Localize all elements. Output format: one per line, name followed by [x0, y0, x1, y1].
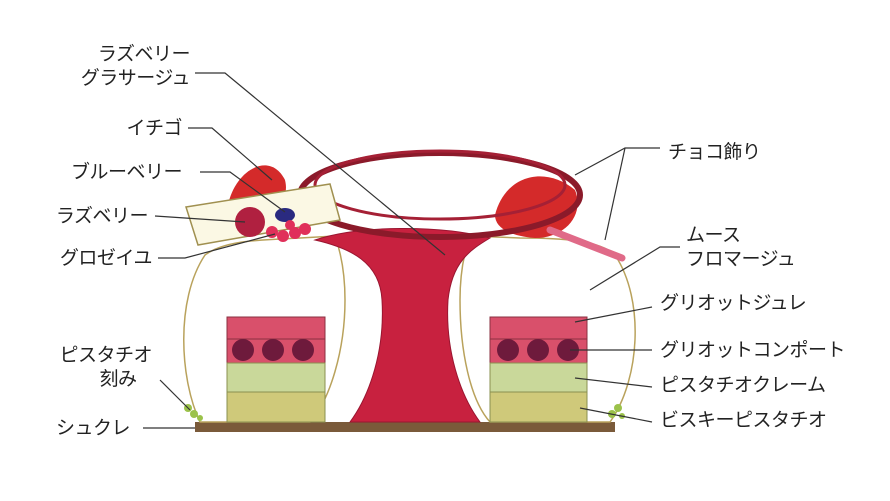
label-line: 刻み [99, 368, 137, 390]
label-sucree: シュクレ [55, 417, 131, 439]
sucree-base [195, 422, 615, 432]
label-line: フロマージュ [686, 248, 796, 270]
label-line: ムース [686, 224, 741, 246]
label-line: ラズベリー [97, 43, 191, 65]
label-pistachio-creme: ピスタチオクレーム [660, 374, 826, 396]
raspberry [235, 207, 265, 237]
label-raspberry: ラズベリー [55, 205, 149, 227]
glaze-stalk [313, 228, 492, 423]
leader-lines [143, 72, 680, 429]
label-groseille: グロゼイユ [59, 247, 153, 269]
label-blueberry: ブルーベリー [70, 161, 183, 183]
white-chocolate-plaque [185, 183, 341, 246]
label-griotte-jelly: グリオットジュレ [660, 292, 807, 314]
chocolate-stick [546, 226, 626, 262]
label-strawberry: イチゴ [126, 117, 182, 139]
label-line: ピスタチオ [59, 344, 152, 366]
label-line: グラサージュ [80, 67, 191, 89]
label-raspberry-glacage: ラズベリー グラサージュ [80, 42, 191, 90]
label-griotte-compote: グリオットコンポート [660, 339, 846, 361]
right-insert [489, 316, 588, 423]
label-chocolate-decoration: チョコ飾り [668, 141, 761, 163]
blueberry [275, 208, 295, 222]
label-biscuit-pistachio: ビスキーピスタチオ [660, 409, 827, 431]
label-mousse-fromage: ムース フロマージュ [686, 223, 796, 271]
chocolate-ring-inner [313, 149, 567, 221]
left-insert [226, 316, 326, 423]
label-pistachio-chopped: ピスタチオ 刻み [59, 343, 152, 391]
